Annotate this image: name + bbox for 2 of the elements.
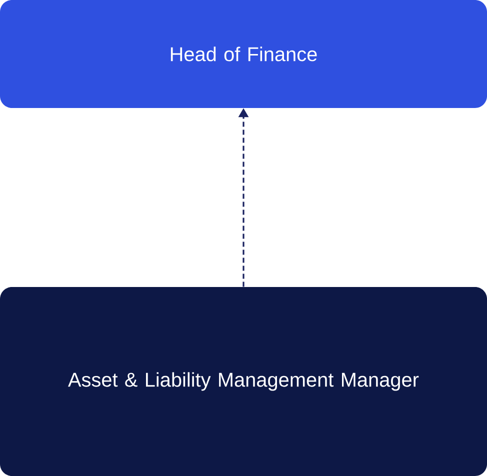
org-box: Head of Finance xyxy=(0,0,487,108)
org-box: Asset & Liability Management Manager xyxy=(0,286,487,476)
